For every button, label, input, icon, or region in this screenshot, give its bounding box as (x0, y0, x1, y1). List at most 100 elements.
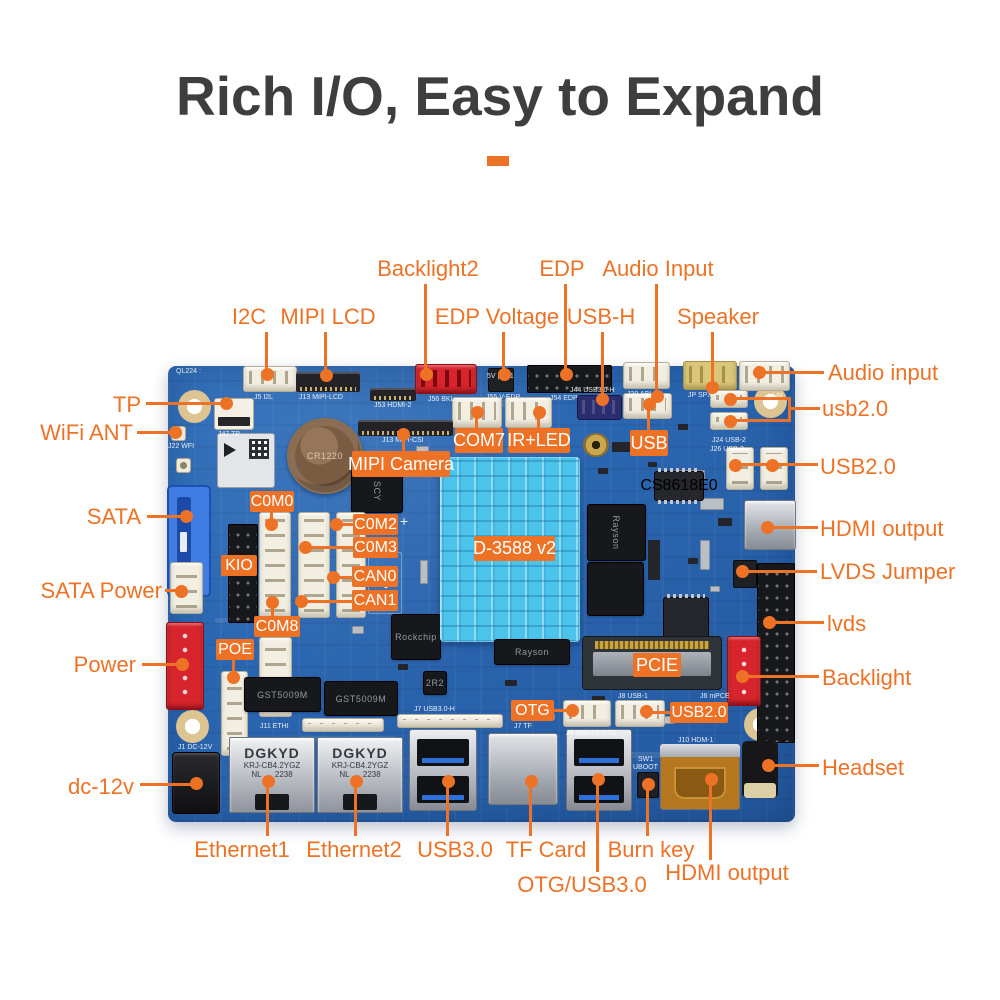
badge-can0-leader-dot (327, 571, 340, 584)
badge-poe-leader-line (232, 660, 235, 676)
badge-com8-leader-dot (266, 596, 279, 609)
label-lvds: lvds (827, 611, 867, 636)
label-usb2-right-leader-line (788, 397, 791, 422)
label-tf-card-leader-line (529, 784, 532, 836)
lvds-header (757, 563, 795, 743)
scv-chip: SCY (352, 470, 402, 512)
decor-bit (592, 696, 605, 703)
badge-com8: C0M8 (254, 616, 300, 637)
label-speaker-leader-line (711, 332, 714, 384)
label-lvds-jumper-leader-dot (736, 565, 749, 578)
label-hdmi-output-bottom-leader-line (709, 782, 712, 860)
silkscreen-text: UBOOT (633, 764, 658, 771)
label-usb2-right-leader-dot (724, 415, 737, 428)
label-sata-leader-line (147, 515, 185, 518)
rockchip-chip-text: Rockchip (395, 632, 437, 642)
silkscreen-text: J10 HDM-1 (678, 737, 714, 744)
eth-header-1 (302, 718, 384, 732)
page-title: Rich I/O, Easy to Expand (176, 65, 824, 127)
label-ethernet2: Ethernet2 (306, 837, 402, 862)
label-mipi-lcd-leader-dot (320, 369, 333, 382)
decor-bit (700, 498, 724, 510)
inductor-2r2: 2R2 (424, 672, 446, 694)
label-ethernet1: Ethernet1 (194, 837, 290, 862)
cs-chip: CS8618E0 (640, 468, 718, 504)
silkscreen-text: J26 USB-3 (710, 446, 744, 453)
label-power-leader-dot (176, 658, 189, 671)
badge-can1-leader-line (303, 600, 352, 603)
silkscreen-text: J11 ETHI (260, 723, 289, 730)
mount-hole-tl (178, 390, 211, 423)
label-usb2-right-leader-dot (724, 393, 737, 406)
decor-bit (505, 680, 517, 686)
decor-bit (420, 560, 428, 584)
label-ethernet1-leader-line (266, 784, 269, 836)
silkscreen-text: J24 USB-2 (712, 437, 746, 444)
badge-com7-leader-dot (471, 406, 484, 419)
badge-com3: C0M3 (353, 537, 398, 558)
hdmi-right-connector (744, 500, 796, 550)
badge-ir-led-leader-line (537, 414, 540, 428)
label-headset-leader-dot (762, 759, 775, 772)
badge-usb20-bottom-leader-dot (640, 705, 653, 718)
label-hdmi-output-right-leader-dot (761, 521, 774, 534)
silkscreen-text: J55 V-EDP (486, 394, 521, 401)
audio-input-connector (623, 362, 670, 389)
badge-com3-leader-line (306, 546, 353, 549)
label-edp-voltage-leader-line (502, 332, 505, 372)
label-power-leader-line (142, 663, 180, 666)
badge-can1: CAN1 (352, 590, 398, 611)
badge-com8-leader-line (271, 604, 274, 616)
label-speaker-leader-dot (706, 381, 719, 394)
silkscreen-text: J44 USB3.0-H (570, 387, 615, 394)
label-i2c: I2C (231, 304, 267, 329)
silkscreen-text: J22 WFI (168, 443, 195, 450)
badge-com0-leader-line (270, 512, 273, 522)
gst-chip-1-text: GST5009M (257, 689, 308, 700)
label-usb2-right-leader-line (791, 407, 820, 410)
hdmi-bottom-port (660, 744, 740, 810)
decor-bit (398, 664, 408, 670)
badge-can0: CAN0 (352, 566, 398, 587)
gst-chip-1: GST5009M (245, 678, 320, 711)
decor-bit (710, 586, 720, 592)
battery: CR1220 (287, 418, 363, 494)
label-mipi-lcd: MIPI LCD (280, 304, 376, 329)
badge-mipi-camera: MIPI Camera (348, 451, 454, 477)
badge-com2-leader-dot (330, 518, 343, 531)
silkscreen-text: SW1 (638, 756, 654, 763)
label-lvds-jumper-leader-line (745, 570, 817, 573)
decor-bit (608, 752, 688, 758)
label-usb-h-leader-dot (596, 393, 609, 406)
label-headset: Headset (822, 755, 904, 780)
ram-chip-1: Rayson (588, 505, 645, 560)
badge-usb20-bottom-leader-line (649, 711, 670, 714)
wifi-module (217, 433, 275, 488)
label-mipi-lcd-leader-line (324, 332, 327, 372)
silkscreen-text: J20 ABI (627, 391, 652, 398)
label-usb-h: USB-H (566, 304, 636, 329)
label-usb-h-leader-line (601, 332, 604, 396)
label-hdmi-output-bottom-leader-dot (705, 773, 718, 786)
silkscreen-text: QL224 : (176, 368, 201, 375)
decor-bit (688, 558, 698, 564)
silkscreen-text: J5 I2L (254, 394, 274, 401)
label-edp-voltage-leader-dot (498, 368, 511, 381)
silkscreen-text: JP SPX (688, 392, 712, 399)
decor-bit (352, 626, 364, 634)
badge-otg-leader-line (554, 709, 572, 712)
label-usb30-leader-dot (442, 775, 455, 788)
label-usb2-right-leader-line (734, 397, 791, 400)
badge-usb: USB (630, 430, 668, 456)
label-backlight: Backlight (822, 665, 912, 690)
label-tp-leader-dot (220, 397, 233, 410)
label-ethernet1-leader-dot (262, 775, 275, 788)
gst-chip-2: GST5009M (325, 682, 397, 715)
badge-com2-leader-line (337, 523, 353, 526)
label-backlight2: Backlight2 (377, 256, 479, 281)
label-edp-leader-line (564, 284, 567, 372)
badge-com3-leader-dot (299, 541, 312, 554)
